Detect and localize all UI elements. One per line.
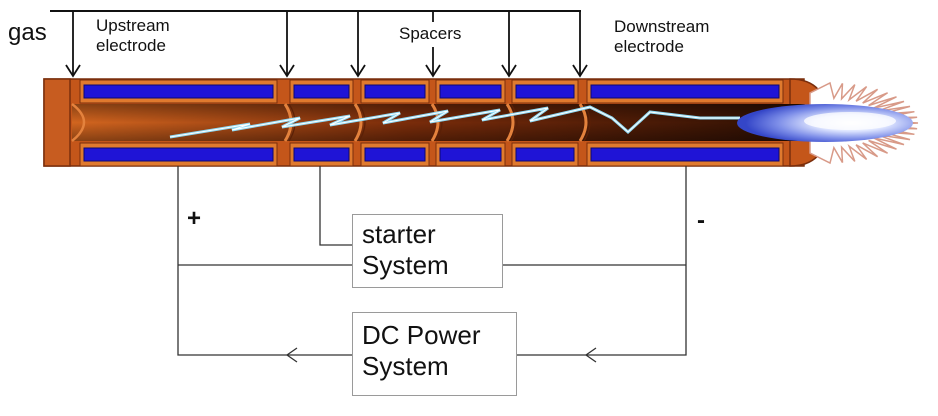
rear-dish xyxy=(71,103,86,142)
dc-power-system-label: DC Power System xyxy=(362,320,480,382)
spacer-ring-shadow xyxy=(510,103,518,142)
spacer-ring xyxy=(505,103,515,142)
plasma-plume xyxy=(737,81,919,165)
gas-inlet-arrow xyxy=(501,11,517,78)
spacer-ring xyxy=(353,103,363,142)
electrode-cells xyxy=(79,79,784,167)
gas-inlet-arrow xyxy=(279,11,295,78)
rear-cap xyxy=(43,78,71,167)
starter-label-line1: starter xyxy=(362,219,436,249)
gas-inlet-arrow xyxy=(425,47,441,78)
starter-system-box xyxy=(352,214,503,288)
electrode-cell xyxy=(439,84,502,99)
gas-inlet-arrow xyxy=(572,11,588,78)
electrode-cell xyxy=(83,147,274,162)
wire-arrow-left xyxy=(285,347,298,363)
downstream-electrode-label: Downstream electrode xyxy=(614,17,709,56)
wire-negative-main xyxy=(517,166,687,356)
dc-label-line1: DC Power xyxy=(362,320,481,350)
gas-inlet-arrow xyxy=(65,11,81,78)
wire-arrow-right xyxy=(584,347,597,363)
gas-inlet-arrows xyxy=(65,11,588,78)
wire-starter-feed xyxy=(319,166,352,246)
downstream-label-line2: electrode xyxy=(614,36,684,56)
electrode-cell xyxy=(590,147,780,162)
wire-positive-main xyxy=(177,166,352,356)
negative-terminal-label: - xyxy=(697,207,705,234)
spacer-ring xyxy=(578,103,588,142)
gas-inlet-arrow xyxy=(350,11,366,78)
spacer-ring xyxy=(430,103,440,142)
electrode-cell xyxy=(83,84,274,99)
plume-hot-core xyxy=(804,112,896,130)
spacer-ring-shadow xyxy=(358,103,366,142)
gas-label: gas xyxy=(8,19,47,46)
dc-label-line2: System xyxy=(362,351,449,382)
positive-terminal-label: + xyxy=(187,205,202,232)
electrode-cell xyxy=(364,84,426,99)
plasma-arc-core xyxy=(169,106,740,138)
circuit-wires xyxy=(177,166,687,363)
electrode-cell xyxy=(590,84,780,99)
upstream-label-line1: Upstream xyxy=(96,16,170,35)
electrode-cell xyxy=(515,147,575,162)
dc-power-system-box xyxy=(352,312,517,396)
electrode-cell xyxy=(293,84,350,99)
starter-system-label: starter System xyxy=(362,219,449,281)
spacers-label: Spacers xyxy=(399,24,462,43)
downstream-label-line1: Downstream xyxy=(614,17,710,36)
electrode-cell xyxy=(515,84,575,99)
spacer-ring-shadow xyxy=(288,103,296,142)
electrode-cell xyxy=(439,147,502,162)
electrode-cell xyxy=(293,147,350,162)
bore-shading xyxy=(72,104,818,141)
upstream-electrode-label: Upstream electrode xyxy=(96,16,170,55)
spacer-ring-shadow xyxy=(435,103,443,142)
starter-label-line2: System xyxy=(362,250,449,281)
upstream-label-line2: electrode xyxy=(96,35,166,55)
electrode-cell xyxy=(364,147,426,162)
